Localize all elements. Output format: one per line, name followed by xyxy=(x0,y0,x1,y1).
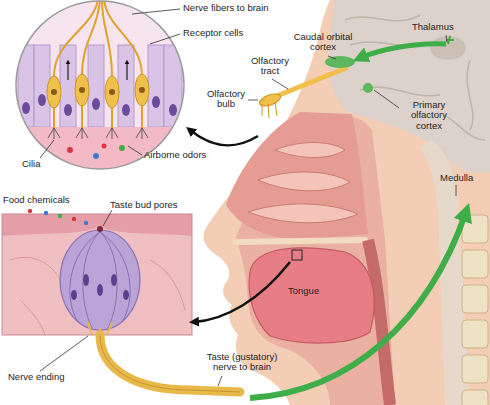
part-label: Tongue xyxy=(288,286,319,296)
leader-lines xyxy=(40,9,456,386)
olfactory-inset xyxy=(10,0,190,175)
part-label: Airborne odors xyxy=(144,150,206,160)
part-label: Olfactory tract xyxy=(247,56,293,77)
part-label: Medulla xyxy=(440,173,473,183)
part-label: Primary olfactory cortex xyxy=(399,100,459,131)
part-label: Cilia xyxy=(22,159,40,169)
part-label: Taste (gustatory) nerve to brain xyxy=(196,352,288,373)
head-section xyxy=(203,0,490,405)
part-label: Receptor cells xyxy=(183,28,243,38)
part-label: Nerve fibers to brain xyxy=(183,3,269,13)
part-label: Food chemicals xyxy=(3,195,70,205)
taste-bud-inset xyxy=(2,209,240,392)
part-label: Nerve ending xyxy=(8,372,65,382)
part-label: Taste bud pores xyxy=(110,200,178,210)
part-label: Olfactory bulb xyxy=(203,89,249,110)
part-label: Thalamus xyxy=(412,22,454,32)
part-label: Caudal orbital cortex xyxy=(292,32,354,53)
